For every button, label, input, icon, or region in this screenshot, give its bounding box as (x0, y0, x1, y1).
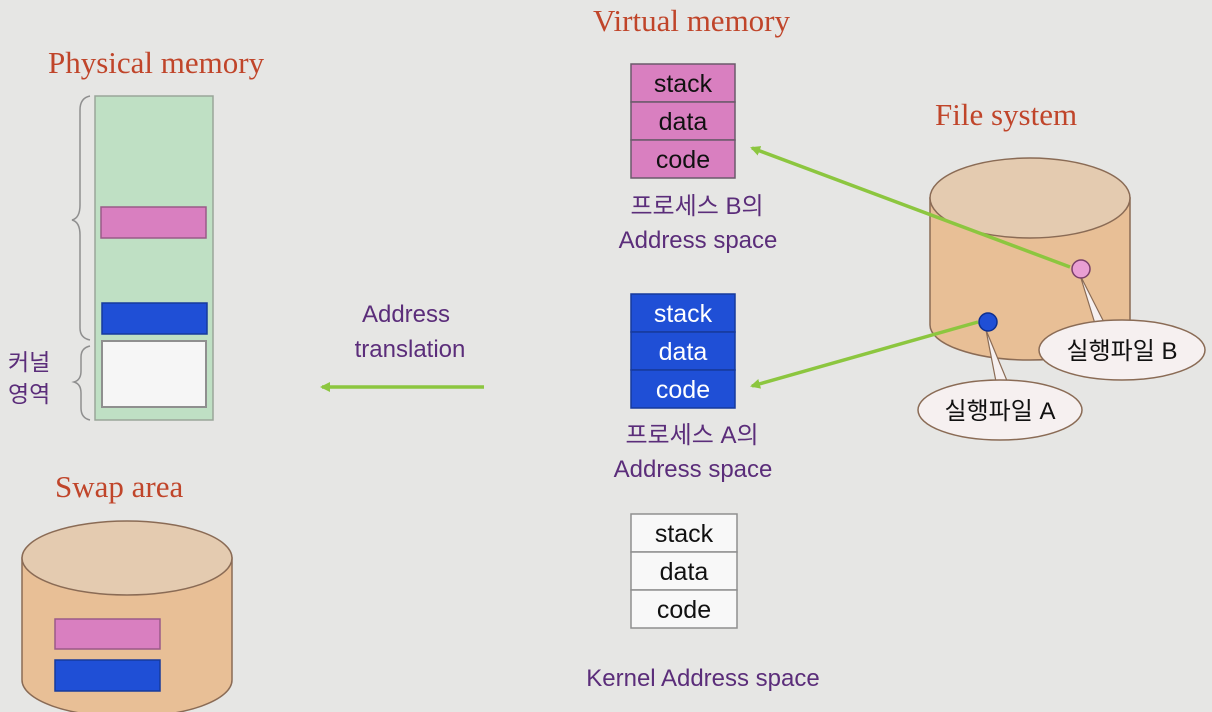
load-arrow-executable-a (750, 320, 979, 389)
process-a-code-segment: code (656, 376, 710, 404)
kernel-code-segment: code (657, 596, 711, 624)
load-arrow-executable-b (750, 146, 1071, 269)
callout-executable-a-label: 실행파일 A (945, 398, 1056, 425)
executable-b-dot (1071, 259, 1091, 279)
process-b-stack-segment: stack (654, 70, 713, 98)
physical-frame-process-a (101, 302, 208, 335)
kernel-data-segment: data (660, 558, 709, 586)
kernel-region-label-line1: 커널 (8, 349, 50, 375)
kernel-address-space-label: Kernel Address space (586, 665, 819, 692)
swap-area-title: Swap area (55, 469, 183, 504)
swap-page-process-a (54, 659, 161, 692)
process-b-code-segment: code (656, 146, 710, 174)
kernel-region-brace (71, 345, 91, 421)
kernel-stack-segment: stack (655, 520, 714, 548)
process-b-data-segment: data (659, 108, 708, 136)
callout-executable-b-label: 실행파일 B (1067, 338, 1178, 365)
process-b-label-line1: 프로세스 B의 (630, 193, 763, 220)
physical-memory-title: Physical memory (48, 45, 265, 80)
executable-a-dot (978, 312, 998, 332)
address-translation-label-line2: translation (355, 336, 466, 363)
process-a-stack-segment: stack (654, 300, 713, 328)
kernel-address-space: stack data code (630, 513, 738, 629)
process-a-data-segment: data (659, 338, 708, 366)
callout-executable-a: 실행파일 A (917, 329, 1083, 441)
physical-memory (94, 95, 214, 421)
kernel-region-label-line2: 영역 (8, 381, 50, 407)
process-b-address-space: stack data code (630, 63, 736, 179)
user-region-brace (71, 95, 91, 341)
physical-frame-process-b (100, 206, 207, 239)
callout-executable-b: 실행파일 B (1038, 274, 1206, 381)
process-a-label-line2: Address space (614, 456, 773, 483)
address-translation-label-line1: Address (362, 301, 450, 328)
process-b-label-line2: Address space (619, 227, 778, 254)
process-a-label-line1: 프로세스 A의 (625, 422, 758, 449)
process-a-address-space: stack data code (630, 293, 736, 409)
file-system-title: File system (935, 97, 1077, 132)
virtual-memory-title: Virtual memory (593, 3, 791, 38)
kernel-region (101, 340, 207, 408)
swap-area-disk (21, 520, 233, 712)
swap-page-process-b (54, 618, 161, 650)
